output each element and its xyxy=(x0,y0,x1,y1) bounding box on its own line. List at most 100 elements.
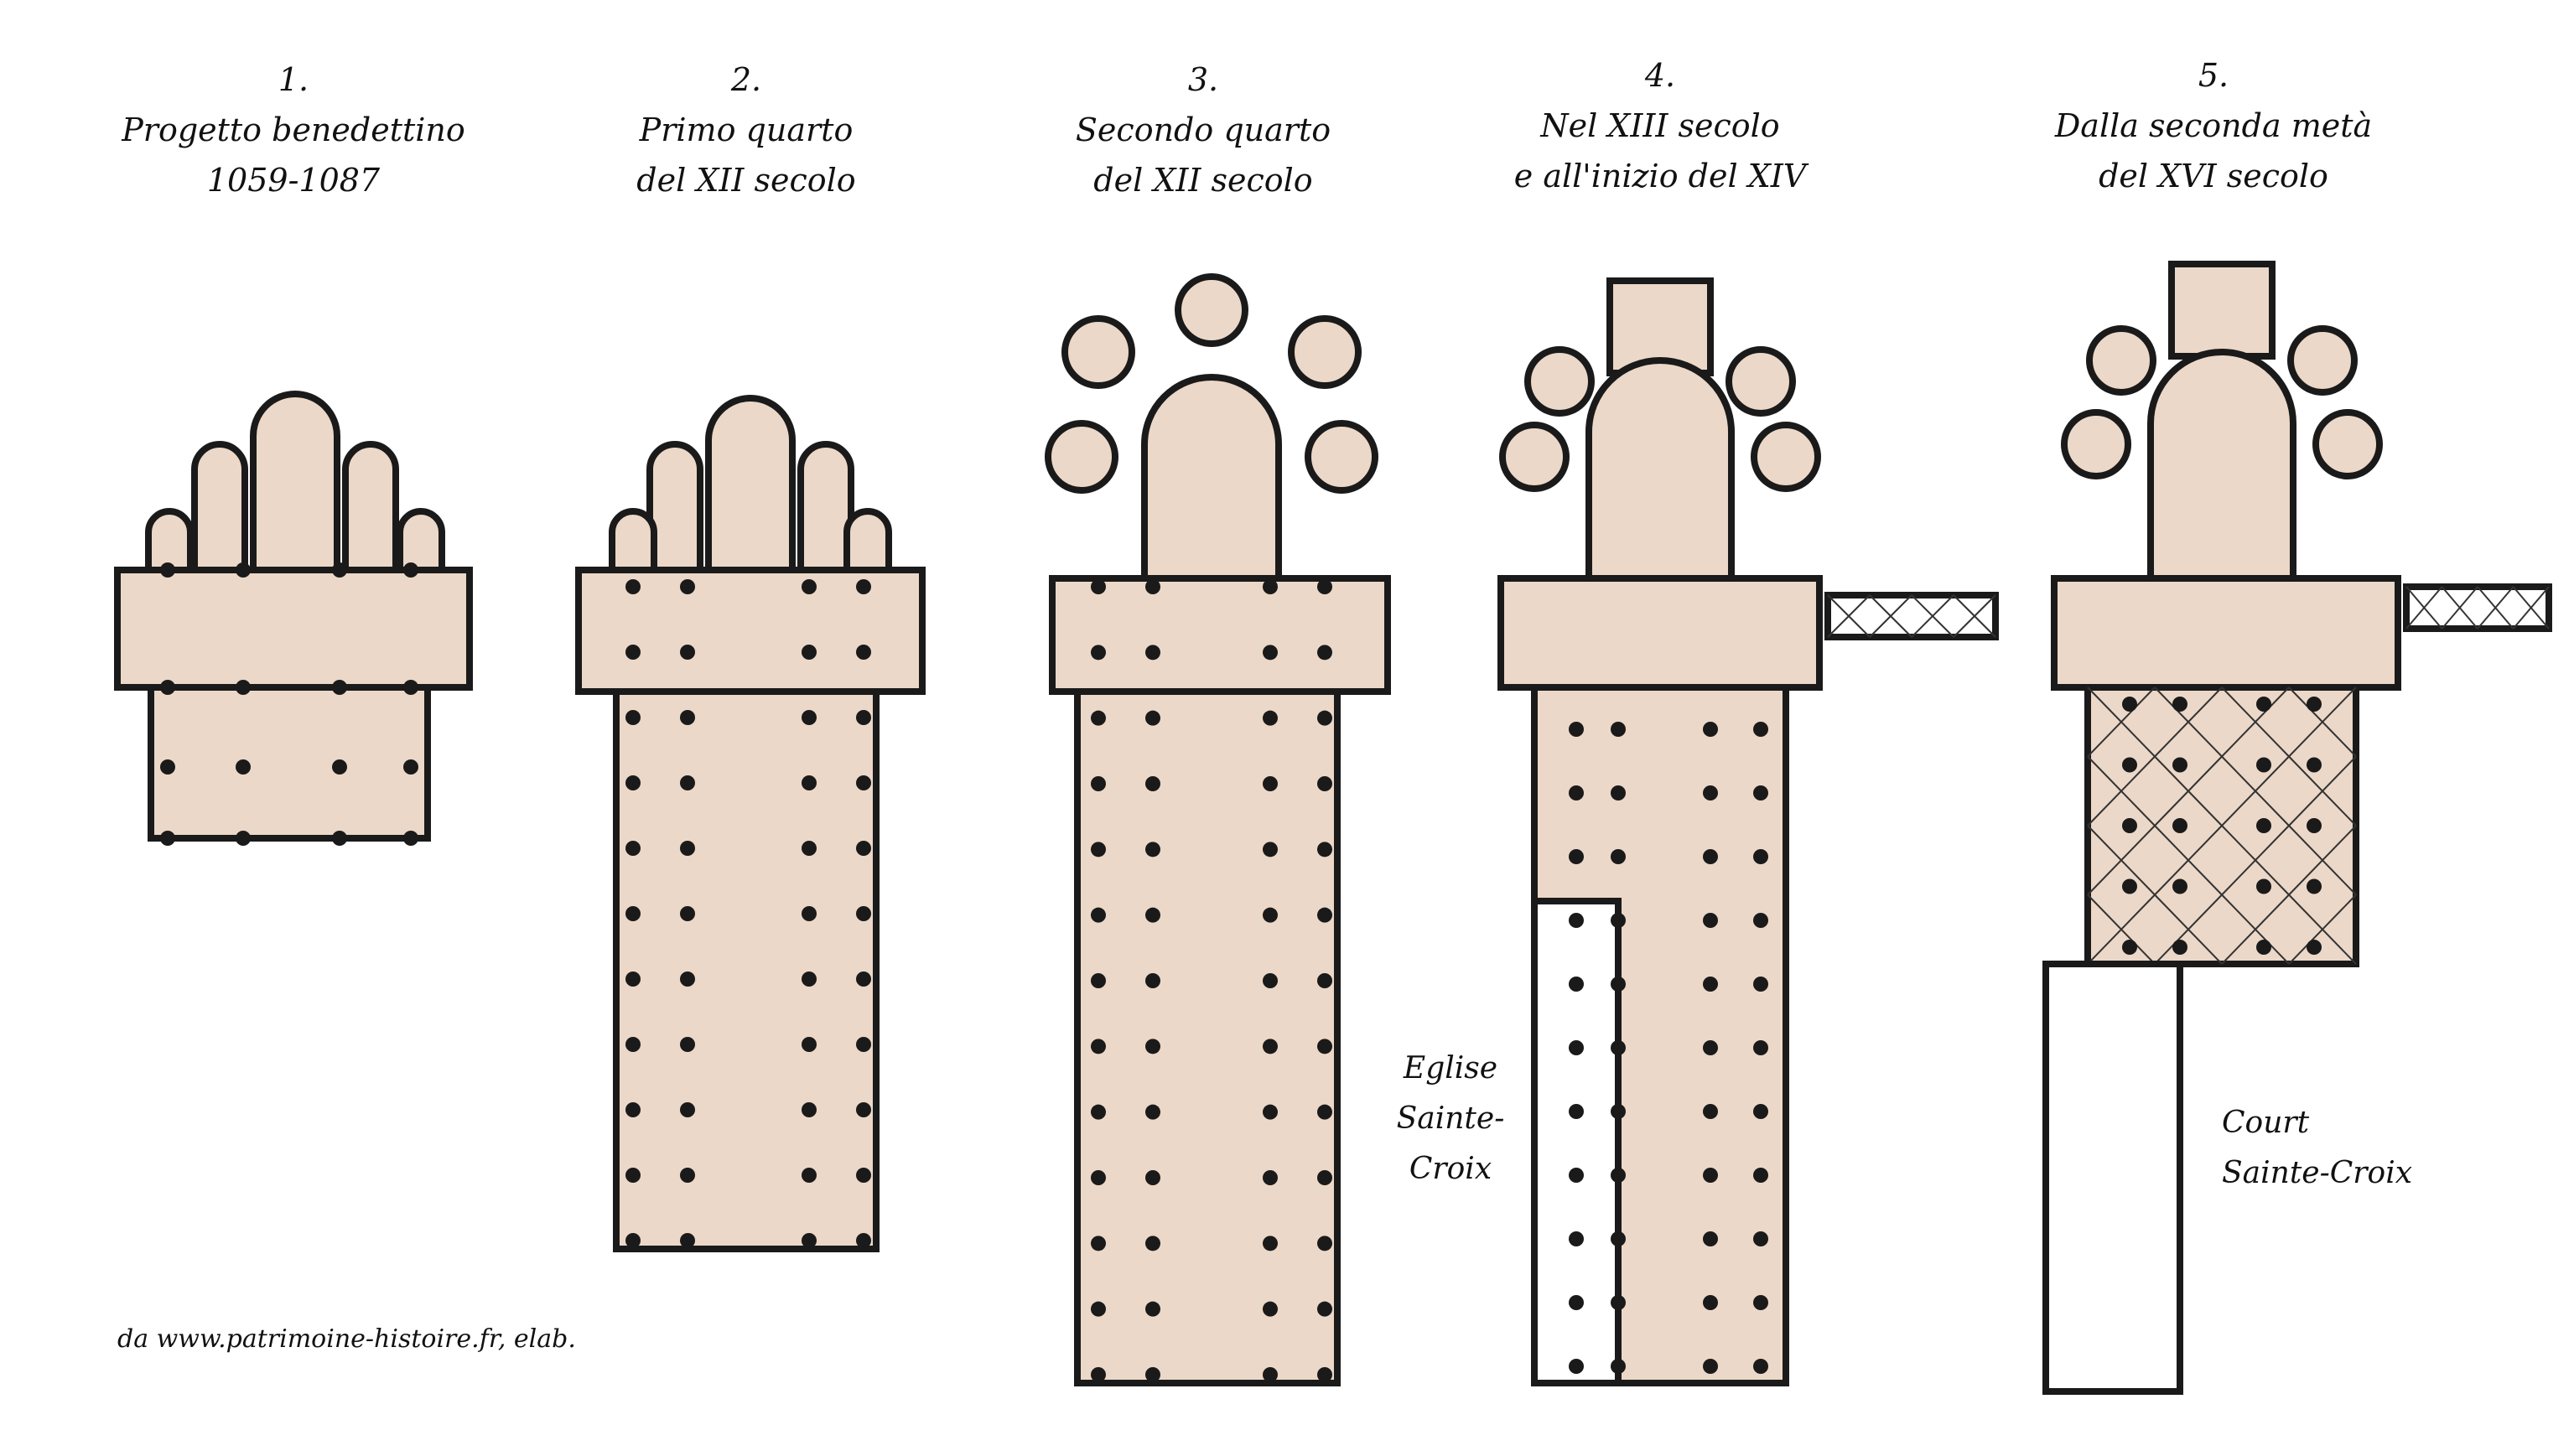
pillar xyxy=(625,645,641,660)
pillar xyxy=(1611,913,1626,928)
pillar xyxy=(1317,1039,1332,1054)
pillar xyxy=(1703,1168,1718,1183)
pillar xyxy=(856,1102,871,1117)
pillar xyxy=(802,1102,817,1117)
caption-plan-5: 5. Dalla seconda metà del XVI secolo xyxy=(2004,50,2423,201)
transept-wall xyxy=(114,567,473,691)
pillar xyxy=(1263,973,1278,988)
pillar xyxy=(1263,710,1278,726)
pillar xyxy=(1569,1168,1584,1183)
caption-number: 2. xyxy=(730,61,762,98)
radiating-chapel xyxy=(2061,409,2131,479)
pillar xyxy=(2122,697,2137,712)
caption-number: 5. xyxy=(2198,57,2229,94)
apse-wall xyxy=(705,395,796,608)
pillar xyxy=(1753,977,1768,992)
pillar xyxy=(1145,842,1160,858)
pillar xyxy=(1263,1170,1278,1185)
rib-vault-line xyxy=(1827,594,1871,638)
nave-wall xyxy=(1074,688,1341,1386)
pillar xyxy=(1145,710,1160,726)
radiating-chapel xyxy=(1288,315,1362,389)
pillar xyxy=(2307,757,2322,773)
pillar xyxy=(1753,1359,1768,1374)
rib-vault-line xyxy=(2087,825,2156,896)
pillar xyxy=(160,562,175,578)
pillar xyxy=(1145,579,1160,594)
pillar xyxy=(680,645,695,660)
pillar xyxy=(1091,1039,1106,1054)
pillar xyxy=(403,831,418,846)
pillar xyxy=(332,562,347,578)
rib-vault-line xyxy=(2441,586,2478,630)
pillar xyxy=(2256,940,2271,955)
rib-vault-line xyxy=(2221,755,2290,826)
pillar xyxy=(1263,907,1278,923)
pillar xyxy=(1611,722,1626,737)
pillar xyxy=(680,972,695,987)
pillar xyxy=(1611,1359,1626,1374)
pillar xyxy=(1263,579,1278,594)
pillar xyxy=(856,775,871,790)
pillar xyxy=(680,1168,695,1183)
rib-vault-line xyxy=(2288,825,2357,896)
pillar xyxy=(1091,1236,1106,1251)
rib-vault-line xyxy=(2087,687,2156,758)
pillar xyxy=(2256,878,2271,894)
pillar xyxy=(1753,1168,1768,1183)
rib-vault-line xyxy=(2405,586,2443,630)
pillar xyxy=(1091,710,1106,726)
pillar xyxy=(1569,785,1584,801)
pillar xyxy=(1611,785,1626,801)
caption-line: Progetto benedettino xyxy=(122,111,465,148)
plan-1 xyxy=(114,391,473,846)
transept-wall xyxy=(2051,575,2401,691)
pillar xyxy=(1263,842,1278,858)
pillar xyxy=(802,645,817,660)
radiating-chapel xyxy=(1175,273,1248,347)
pillar xyxy=(2122,818,2137,833)
pillar xyxy=(1091,776,1106,791)
pillar xyxy=(680,775,695,790)
transept-wall xyxy=(1497,575,1823,691)
rib-vault-line xyxy=(2087,894,2156,965)
pillar xyxy=(1753,913,1768,928)
pillar xyxy=(1703,977,1718,992)
pillar xyxy=(2172,818,2187,833)
pillar xyxy=(856,710,871,725)
pillar xyxy=(1145,1104,1160,1120)
pillar xyxy=(625,1037,641,1052)
pillar xyxy=(1703,722,1718,737)
pillar xyxy=(680,1102,695,1117)
rib-vault-line xyxy=(2477,586,2514,630)
pillar xyxy=(403,680,418,695)
label-line: Court xyxy=(2222,1106,2310,1140)
pillar xyxy=(680,579,695,594)
pillar xyxy=(856,1037,871,1052)
pillar xyxy=(1569,1231,1584,1246)
caption-plan-3: 3. Secondo quarto del XII secolo xyxy=(1010,54,1396,205)
pillar xyxy=(1753,849,1768,864)
court-wall xyxy=(2042,961,2183,1395)
label-line: Croix xyxy=(1409,1152,1492,1186)
pillar xyxy=(1569,977,1584,992)
pillar xyxy=(1145,1170,1160,1185)
pillar xyxy=(1611,1295,1626,1310)
pillar xyxy=(2172,878,2187,894)
caption-line: 1059-1087 xyxy=(206,162,381,199)
pillar xyxy=(802,579,817,594)
pillar xyxy=(802,841,817,856)
pillar xyxy=(856,1233,871,1248)
label-line: Sainte-Croix xyxy=(2222,1156,2413,1190)
pillar xyxy=(625,841,641,856)
pillar xyxy=(1091,645,1106,661)
pillar xyxy=(1263,1236,1278,1251)
pillar xyxy=(625,972,641,987)
pillar xyxy=(1569,722,1584,737)
pillar xyxy=(2122,757,2137,773)
rib-vault-line xyxy=(2221,687,2290,758)
pillar xyxy=(1145,907,1160,923)
pillar xyxy=(1145,776,1160,791)
pillar xyxy=(856,972,871,987)
